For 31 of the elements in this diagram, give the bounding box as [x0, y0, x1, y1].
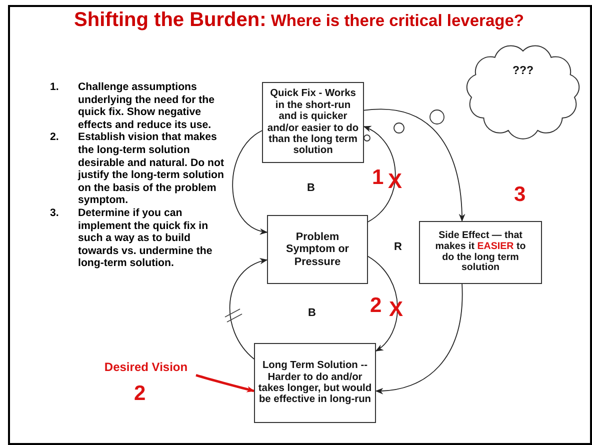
list-number: 1. — [50, 81, 60, 95]
slide-title: Shifting the Burden: Where is there critical leverage? — [73, 9, 525, 32]
quick-fix-box — [262, 82, 364, 163]
problem-box — [267, 215, 368, 284]
list-number: 2. — [50, 131, 60, 146]
arrow — [232, 130, 268, 234]
loop-label: R — [394, 242, 402, 253]
list-number: 3. — [50, 206, 60, 221]
solution-box — [254, 343, 376, 423]
box-text: Side Effect — that makes it EASIER to do the long term solution — [434, 230, 527, 274]
arrow — [368, 256, 398, 352]
loop-label: B — [307, 183, 315, 194]
arrow — [364, 108, 466, 222]
list-item-text: Determine if you can implement the quick fix in such a way as to build towards vs. undermine the long-term solution. — [78, 206, 214, 270]
step-number: 2 — [134, 383, 146, 404]
arrow — [363, 126, 396, 222]
step-number: 1 — [372, 167, 384, 188]
list-item-text: Challenge assumptions underlying the need for the quick fix. Show negative effects and reduce its use. — [78, 81, 216, 132]
box-text: Quick Fix - Works in the short-run and is quicker and/or easier to do than the long term solution — [266, 88, 360, 157]
arrow — [196, 374, 255, 392]
arrow — [375, 284, 463, 394]
loop-label: B — [308, 308, 316, 319]
list-item-text: Establish vision that makes the long-term solution desirable and natural. Do not justify the long-term solution on the basis of the problem symptom. — [78, 131, 225, 207]
box-text: Problem Symptom or Pressure — [285, 231, 350, 268]
box-text: Long Term Solution -- Harder to do and/or takes longer, but would be effective in long-run — [258, 360, 372, 406]
cloud-text: ??? — [512, 65, 534, 78]
arrow — [229, 258, 268, 360]
step-number: 3 — [514, 184, 526, 205]
step-number: 2 — [370, 295, 382, 316]
side-effect-box — [419, 221, 542, 284]
box-text: Desired Vision — [104, 361, 188, 375]
